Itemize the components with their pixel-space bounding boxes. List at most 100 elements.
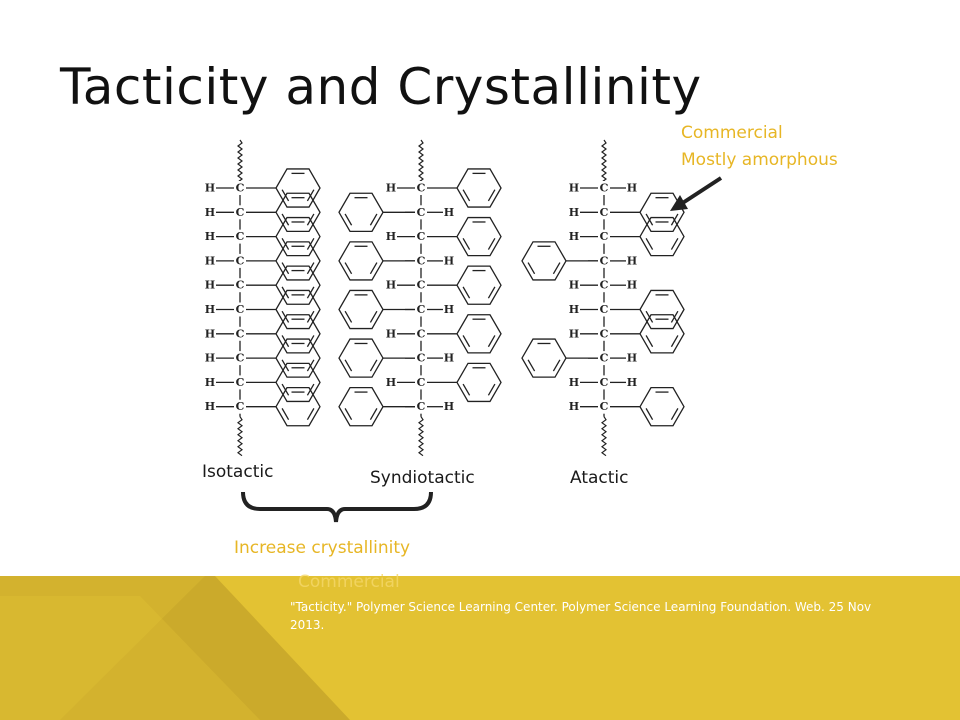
hydrogen-atom: H [627,254,637,267]
carbon-atom: C [600,206,609,219]
hydrogen-atom: H [444,303,454,316]
hydrogen-atom: H [444,400,454,413]
arrow-icon [670,176,723,211]
commercial-note: Commercial Mostly amorphous [681,120,838,174]
chain-syndiotactic: CHCHHCHCHHCHCHHCHCHHCHCHH [338,139,502,457]
carbon-atom: C [600,254,609,267]
carbon-atom: C [236,376,245,389]
carbon-atom: C [600,303,609,316]
hydrogen-atom: H [386,230,396,243]
footer-band: "Tacticity." Polymer Science Learning Ce… [0,576,960,720]
carbon-atom: C [236,279,245,292]
carbon-atom: C [417,279,426,292]
chain-continuation-icon [601,139,607,183]
hydrogen-atom: H [205,230,215,243]
label-isotactic: Isotactic [202,462,274,482]
carbon-atom: C [600,327,609,340]
hydrogen-atom: H [569,206,579,219]
hydrogen-atom: H [569,303,579,316]
carbon-atom: C [417,182,426,195]
chain-continuation-icon [418,416,424,457]
hydrogen-atom: H [627,352,637,365]
benzene-ring-icon [521,338,567,378]
label-atactic: Atactic [570,468,629,488]
commercial-note-line1: Commercial [681,123,783,143]
label-syndiotactic: Syndiotactic [370,468,475,488]
footer-decoration [0,576,350,720]
faded-commercial-text: Commercial [298,572,400,592]
hydrogen-atom: H [386,327,396,340]
hydrogen-atom: H [569,182,579,195]
carbon-atom: C [236,206,245,219]
increase-crystallinity-note: Increase crystallinity [234,538,411,558]
carbon-atom: C [417,303,426,316]
hydrogen-atom: H [205,182,215,195]
citation-text: "Tacticity." Polymer Science Learning Ce… [290,600,872,632]
chain-continuation-icon [237,139,243,183]
chain-continuation-icon [601,416,607,457]
carbon-atom: C [417,327,426,340]
hydrogen-atom: H [386,376,396,389]
carbon-atom: C [600,352,609,365]
carbon-atom: C [600,230,609,243]
carbon-atom: C [236,303,245,316]
carbon-atom: C [236,230,245,243]
hydrogen-atom: H [627,279,637,292]
carbon-atom: C [417,230,426,243]
hydrogen-atom: H [205,206,215,219]
hydrogen-atom: H [205,279,215,292]
hydrogen-atom: H [205,376,215,389]
benzene-ring-icon [338,289,384,330]
carbon-atom: C [236,352,245,365]
hydrogen-atom: H [205,254,215,267]
hydrogen-atom: H [205,352,215,365]
benzene-ring-icon [456,168,502,208]
hydrogen-atom: H [444,254,454,267]
hydrogen-atom: H [627,376,637,389]
carbon-atom: C [600,182,609,195]
carbon-atom: C [600,400,609,413]
hydrogen-atom: H [205,327,215,340]
carbon-atom: C [417,400,426,413]
hydrogen-atom: H [444,352,454,365]
carbon-atom: C [236,400,245,413]
carbon-atom: C [417,254,426,267]
hydrogen-atom: H [569,400,579,413]
hydrogen-atom: H [205,303,215,316]
carbon-atom: C [600,376,609,389]
chain-continuation-icon [237,416,243,457]
tacticity-structures-diagram: CHCHCHCHCHCHCHCHCHCHCHCHHCHCHHCHCHHCHCHH… [205,139,723,523]
benzene-ring-icon [338,241,384,281]
hydrogen-atom: H [386,279,396,292]
hydrogen-atom: H [569,230,579,243]
benzene-ring-icon [456,362,502,403]
chain-continuation-icon [418,139,424,183]
benzene-ring-icon [456,265,502,305]
hydrogen-atom: H [205,400,215,413]
benzene-ring-icon [456,216,502,257]
chain-isotactic: C H C H C H C H C H C H C H C H C H C H [205,139,321,457]
carbon-atom: C [417,352,426,365]
benzene-ring-icon [338,338,384,378]
commercial-note-line2: Mostly amorphous [681,150,838,170]
benzene-ring-icon [456,314,502,354]
benzene-ring-icon [639,386,685,427]
hydrogen-atom: H [569,327,579,340]
hydrogen-atom: H [386,182,396,195]
hydrogen-atom: H [569,376,579,389]
carbon-atom: C [236,254,245,267]
carbon-atom: C [236,327,245,340]
carbon-atom: C [417,206,426,219]
benzene-ring-icon [639,314,685,354]
benzene-ring-icon [338,192,384,233]
hydrogen-atom: H [569,279,579,292]
slide-title: Tacticity and Crystallinity [60,58,702,116]
benzene-ring-icon [521,241,567,281]
benzene-ring-icon [338,386,384,427]
hydrogen-atom: H [627,182,637,195]
carbon-atom: C [236,182,245,195]
benzene-ring-icon [639,216,685,257]
carbon-atom: C [417,376,426,389]
chain-atactic: CHHCHCHCHHCHHCHCHCHHCHHCH [521,139,685,457]
carbon-atom: C [600,279,609,292]
